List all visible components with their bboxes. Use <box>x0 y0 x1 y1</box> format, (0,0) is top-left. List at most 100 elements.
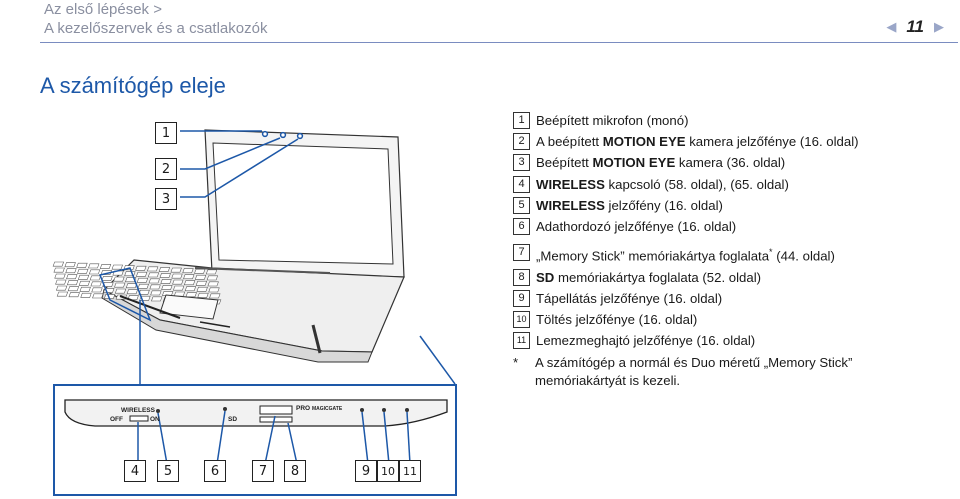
off-edge-label: OFF <box>110 416 123 423</box>
callout-number: 7 <box>513 244 530 262</box>
callout-text: Beépített MOTION EYE kamera (36. oldal) <box>536 155 786 171</box>
keyboard-key <box>161 285 173 290</box>
callout-number: 10 <box>513 311 530 329</box>
keyboard-key <box>80 292 92 298</box>
callout-number: 9 <box>513 290 530 308</box>
callout-text: Beépített mikrofon (monó) <box>536 113 689 128</box>
wireless-edge-label: WIRELESS <box>121 407 155 414</box>
callout-text: A beépített MOTION EYE kamera jelzőfénye… <box>536 134 859 150</box>
magicgate-edge-label: MAGICGATE <box>312 406 343 412</box>
figure-label-7: 7 <box>252 460 274 482</box>
callout-text: WIRELESS kapcsoló (58. oldal), (65. olda… <box>536 176 789 192</box>
keyboard-key <box>77 274 90 280</box>
callout-text: SD memóriakártya foglalata (52. oldal) <box>536 269 762 285</box>
callout-number: 2 <box>513 133 530 151</box>
callout-number: 3 <box>513 154 530 172</box>
keyboard-key <box>124 271 136 277</box>
keyboard-key <box>88 263 100 269</box>
keyboard-key <box>92 293 104 299</box>
keyboard-key <box>54 273 66 279</box>
keyboard-key <box>183 274 195 280</box>
laptop-figure <box>52 129 456 385</box>
keyboard-key <box>66 274 78 280</box>
keyboard-key <box>67 286 80 292</box>
keyboard-key <box>136 277 149 283</box>
callout-item: 8 SD memóriakártya foglalata (52. oldal) <box>513 267 953 288</box>
keyboard-key <box>78 280 91 286</box>
keyboard-key <box>171 273 183 279</box>
keyboard-key <box>89 275 102 281</box>
callout-number: 6 <box>513 218 530 236</box>
keyboard-key <box>184 286 197 292</box>
callout-item: 11 Lemezmeghajtó jelzőfénye (16. oldal) <box>513 330 953 351</box>
header-divider <box>40 42 958 43</box>
keyboard-key <box>183 280 196 286</box>
figure-label-10: 10 <box>377 460 399 482</box>
page-title: A számítógép eleje <box>40 73 226 98</box>
keyboard-key <box>126 289 139 295</box>
breadcrumb-line-2[interactable]: A kezelőszervek és a csatlakozók <box>44 20 268 37</box>
callout-number: 1 <box>513 112 530 129</box>
keyboard-key <box>66 280 79 286</box>
page-navigation: ◀ 11 ▶ <box>886 17 944 37</box>
figure-label-8: 8 <box>284 460 306 482</box>
breadcrumb: Az első lépések > A kezelőszervek és a c… <box>44 0 267 38</box>
callout-number: 11 <box>513 332 530 350</box>
figure-label-1: 1 <box>155 122 177 144</box>
callout-item: 10 Töltés jelzőfénye (16. oldal) <box>513 309 953 330</box>
keyboard-key <box>172 279 184 285</box>
figure-label-9: 9 <box>355 460 377 482</box>
callout-text: Töltés jelzőfénye (16. oldal) <box>536 312 698 328</box>
footnote-text: A számítógép a normál és Duo méretű „Mem… <box>535 354 853 388</box>
next-page-icon[interactable]: ▶ <box>934 19 944 34</box>
keyboard-key <box>113 276 125 282</box>
keyboard-key <box>77 268 89 274</box>
keyboard-key <box>55 285 68 291</box>
keyboard-key <box>209 293 221 299</box>
page-number: 11 <box>906 17 924 36</box>
keyboard-key <box>79 286 91 292</box>
keyboard-key <box>160 279 172 284</box>
keyboard-key <box>114 282 126 288</box>
callout-item: 3 Beépített MOTION EYE kamera (36. oldal… <box>513 152 953 173</box>
callout-item: 4 WIRELESS kapcsoló (58. oldal), (65. ol… <box>513 174 953 195</box>
keyboard-key <box>147 272 160 278</box>
keyboard-key <box>207 281 219 287</box>
keyboard-key <box>99 264 112 269</box>
callout-text: „Memory Stick” memóriakártya foglalata* … <box>536 247 835 264</box>
keyboard-key <box>88 269 101 275</box>
callout-text: WIRELESS jelzőfény (16. oldal) <box>536 197 723 213</box>
keyboard-key <box>149 284 161 290</box>
keyboard-key <box>151 296 163 302</box>
keyboard-key <box>196 286 208 292</box>
breadcrumb-line-1[interactable]: Az első lépések > <box>44 1 162 18</box>
callout-item: 2 A beépített MOTION EYE kamera jelzőfén… <box>513 131 953 152</box>
keyboard-key <box>182 268 194 274</box>
figure-label-4: 4 <box>124 460 146 482</box>
keyboard-key <box>158 267 171 272</box>
keyboard-key <box>135 265 147 271</box>
footnote-marker: * <box>513 354 519 370</box>
pro-edge-label: PRO <box>296 405 311 412</box>
keyboard-key <box>137 283 149 289</box>
figure-label-5: 5 <box>157 460 179 482</box>
keyboard-key <box>55 279 67 285</box>
on-edge-label: ON <box>150 416 160 423</box>
keyboard-key <box>170 267 182 273</box>
keyboard-key <box>206 275 219 281</box>
keyboard-key <box>194 268 206 274</box>
keyboard-key <box>68 292 80 298</box>
prev-page-icon[interactable]: ◀ <box>886 19 897 34</box>
callout-text: Adathordozó jelzőfénye (16. oldal) <box>536 219 737 235</box>
keyboard-key <box>52 261 65 267</box>
footnote: * A számítógép a normál és Duo méretű „M… <box>513 354 953 390</box>
keyboard-key <box>65 268 77 274</box>
callout-number: 4 <box>513 175 530 193</box>
callout-text: Tápellátás jelzőfénye (16. oldal) <box>536 291 723 307</box>
figure-label-2: 2 <box>155 158 177 180</box>
keyboard-key <box>76 262 88 268</box>
callout-text: Lemezmeghajtó jelzőfénye (16. oldal) <box>536 333 756 349</box>
side-view-drawing <box>64 399 448 465</box>
keyboard-key <box>146 266 159 272</box>
keyboard-key <box>135 271 148 277</box>
